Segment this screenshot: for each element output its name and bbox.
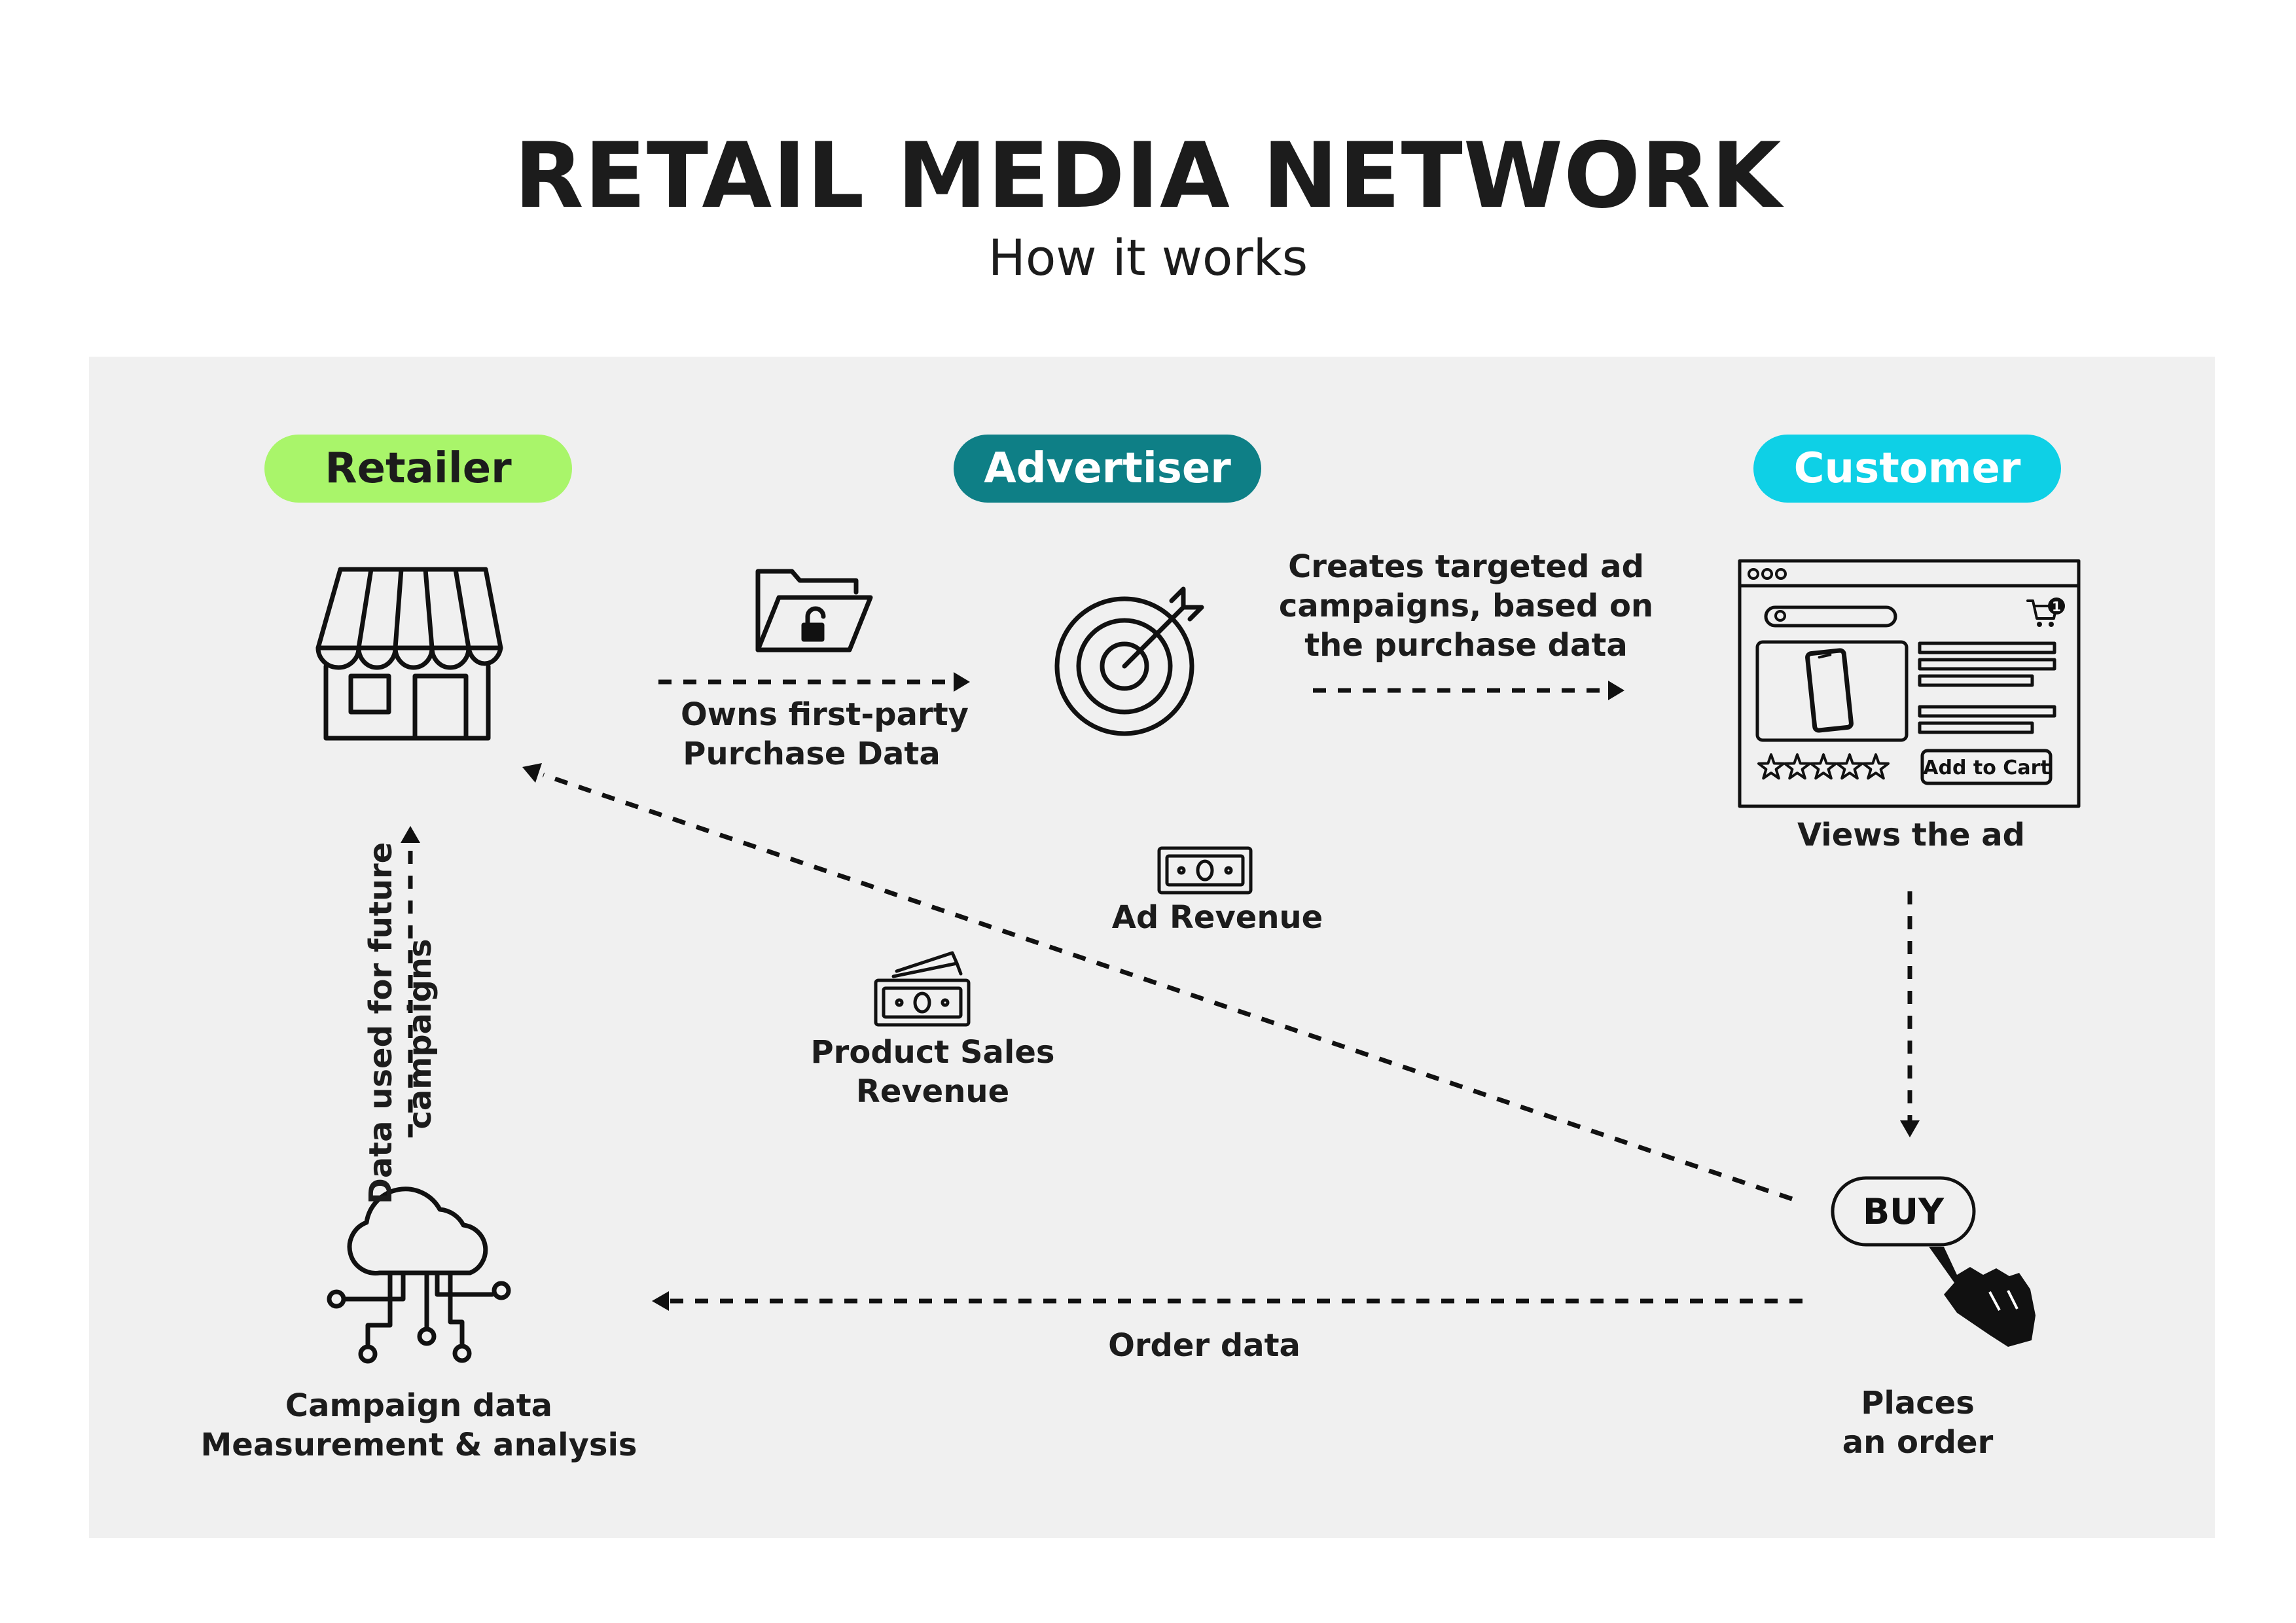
product-description-lines: [1918, 641, 2056, 734]
target-icon: [1054, 586, 1204, 736]
smartphone-icon: [1805, 648, 1854, 733]
star-icon: [1836, 753, 1863, 780]
flow-order-data: [652, 1291, 1803, 1311]
order-data-label: Order data: [1108, 1327, 1300, 1364]
star-icon: [1810, 753, 1837, 780]
page-subtitle: How it works: [988, 228, 1308, 287]
product-image-frame: [1755, 640, 1909, 742]
unlocked-folder-icon: [755, 569, 873, 652]
views-ad-label: Views the ad: [1797, 817, 2026, 853]
banknote-stack-icon: [874, 951, 971, 1027]
banknote-icon: [1157, 846, 1253, 895]
add-to-cart-label: Add to Cart: [1923, 757, 2049, 779]
webpage-mockup-icon: 1 Add to Cart: [1738, 559, 2081, 808]
ad-revenue-label: Ad Revenue: [1111, 899, 1323, 936]
star-icon: [1862, 753, 1890, 780]
search-bar: [1764, 605, 1897, 628]
storefront-icon: [315, 567, 503, 741]
buy-label: BUY: [1863, 1191, 1945, 1232]
buy-button: [1831, 1176, 1976, 1247]
page-title: Retail Media Network: [514, 123, 1782, 228]
flow-revenue: [522, 763, 1793, 1202]
search-icon: [1774, 610, 1786, 622]
star-icon: [1784, 753, 1811, 780]
flow-views-to-buy: [1900, 891, 1920, 1137]
flow-targeted-ads: [1313, 681, 1624, 700]
add-to-cart-button: [1920, 749, 2053, 785]
retailer-badge: Retailer: [264, 435, 572, 503]
diagram-panel: [89, 357, 2215, 1538]
cart-icon: 1: [2026, 597, 2065, 627]
rating-stars: [1757, 753, 1890, 780]
advertiser-badge: Advertiser: [954, 435, 1261, 503]
flow-purchase-data: [658, 672, 970, 692]
cloud-network-icon: [327, 1186, 511, 1364]
pointing-hand-icon: [1929, 1247, 2036, 1347]
cart-badge: 1: [2052, 599, 2061, 615]
flow-future-campaigns: [401, 826, 420, 1137]
customer-badge: Customer: [1753, 435, 2061, 503]
star-icon: [1757, 753, 1785, 780]
